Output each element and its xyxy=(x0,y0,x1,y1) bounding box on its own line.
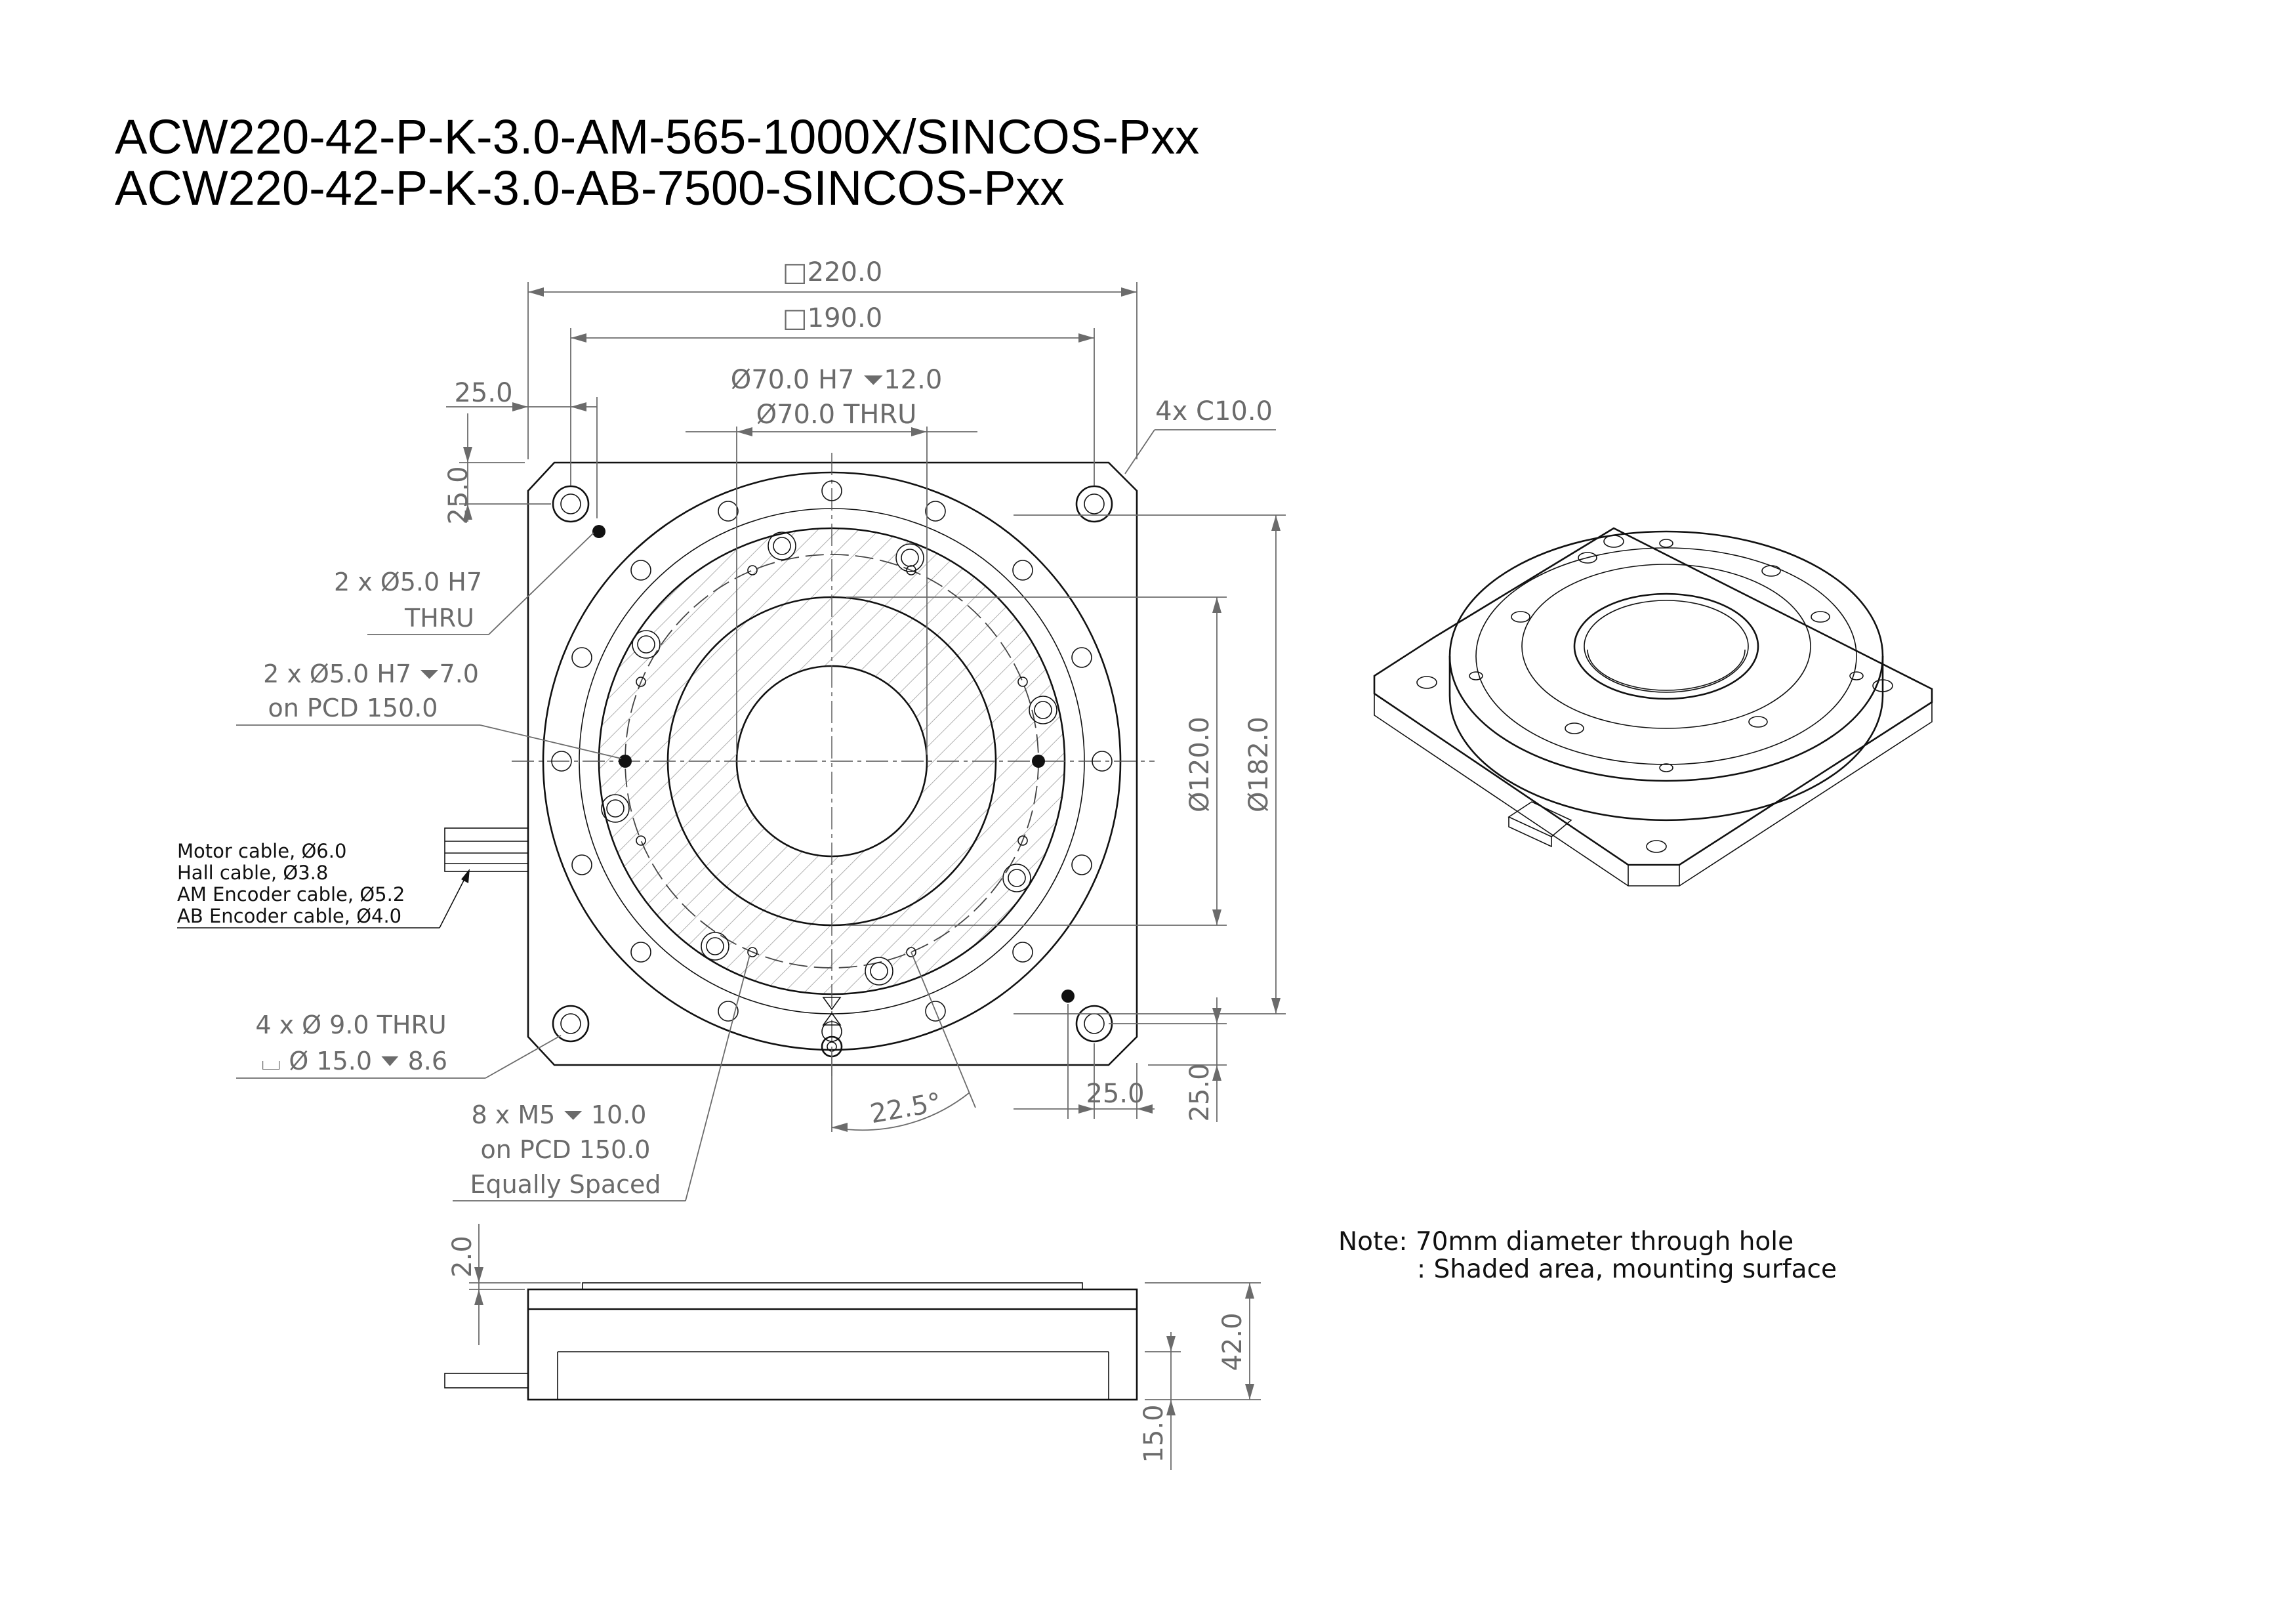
top-left-x-offset: 25.0 xyxy=(454,378,512,408)
mount-hole-callout-line2: ⌴ Ø 15.0 ⏷ 8.6 xyxy=(261,1047,447,1075)
pin-blind-callout-line1: 2 x Ø5.0 H7 ⏷7.0 xyxy=(263,659,479,688)
dia-182-dimension: Ø182.0 xyxy=(1244,717,1274,812)
drawing-title-line-1: ACW220-42-P-K-3.0-AM-565-1000X/SINCOS-Px… xyxy=(115,110,1200,164)
pin-thru-callout-line1: 2 x Ø5.0 H7 xyxy=(334,568,482,596)
side-base-dimension: 15.0 xyxy=(1139,1404,1169,1463)
cable-spec-motor: Motor cable, Ø6.0 xyxy=(177,840,346,862)
side-view-cable xyxy=(444,1373,529,1388)
bolt-square-dimension: □190.0 xyxy=(783,303,882,333)
side-view-body xyxy=(527,1288,1138,1401)
tapped-hole-callout-line2: on PCD 150.0 xyxy=(481,1135,651,1164)
note-line-1: Note: 70mm diameter through hole xyxy=(1338,1227,1794,1257)
drawing-title-line-2: ACW220-42-P-K-3.0-AB-7500-SINCOS-Pxx xyxy=(115,161,1065,215)
callouts: 2 x Ø5.0 H7 THRU 2 x Ø5.0 H7 ⏷7.0 on PCD… xyxy=(177,532,750,1201)
flange-bolt-holes xyxy=(551,480,1113,1042)
dia-120-dimension: Ø120.0 xyxy=(1185,717,1215,812)
angle-dimension: 22.5° xyxy=(868,1087,943,1129)
side-view-top-step xyxy=(582,1282,1083,1290)
top-left-y-offset: 25.0 xyxy=(443,466,474,524)
outer-square-dimension: □220.0 xyxy=(783,257,882,287)
tapped-hole-callout-line3: Equally Spaced xyxy=(470,1170,661,1199)
tapped-hole-callout-line1: 8 x M5 ⏷ 10.0 xyxy=(472,1100,647,1129)
note-line-2: : Shaded area, mounting surface xyxy=(1417,1255,1837,1284)
cable-spec-ab-encoder: AB Encoder cable, Ø4.0 xyxy=(177,905,401,927)
cable-exit-block xyxy=(444,827,529,872)
side-height-dimension: 42.0 xyxy=(1218,1312,1248,1371)
side-view: 2.0 42.0 15.0 xyxy=(444,1224,1261,1470)
bottom-right-y-offset: 25.0 xyxy=(1185,1063,1215,1121)
ring-counterbore-holes xyxy=(601,532,1057,986)
m5-tapped-holes xyxy=(636,565,1028,957)
bore-h7-dimension: Ø70.0 H7 ⏷12.0 xyxy=(731,365,943,395)
pin-blind-callout-line2: on PCD 150.0 xyxy=(268,694,438,722)
side-step-dimension: 2.0 xyxy=(447,1236,478,1278)
chamfer-dimension: 4x C10.0 xyxy=(1155,396,1273,427)
bore-thru-dimension: Ø70.0 THRU xyxy=(756,400,917,430)
base-plate-outline xyxy=(527,461,1138,1066)
bottom-right-x-offset: 25.0 xyxy=(1086,1079,1144,1109)
cable-spec-hall: Hall cable, Ø3.8 xyxy=(177,862,328,884)
cable-spec-am-encoder: AM Encoder cable, Ø5.2 xyxy=(177,883,405,906)
isometric-view xyxy=(1373,527,1933,887)
top-view xyxy=(444,453,1155,1076)
pin-thru-callout-line2: THRU xyxy=(404,604,474,633)
dowel-pin-holes xyxy=(592,525,1075,1003)
top-view-dimensions: □220.0 □190.0 Ø70.0 H7 ⏷12.0 Ø70.0 THRU … xyxy=(443,257,1286,1132)
mount-hole-callout-line1: 4 x Ø 9.0 THRU xyxy=(255,1011,446,1039)
